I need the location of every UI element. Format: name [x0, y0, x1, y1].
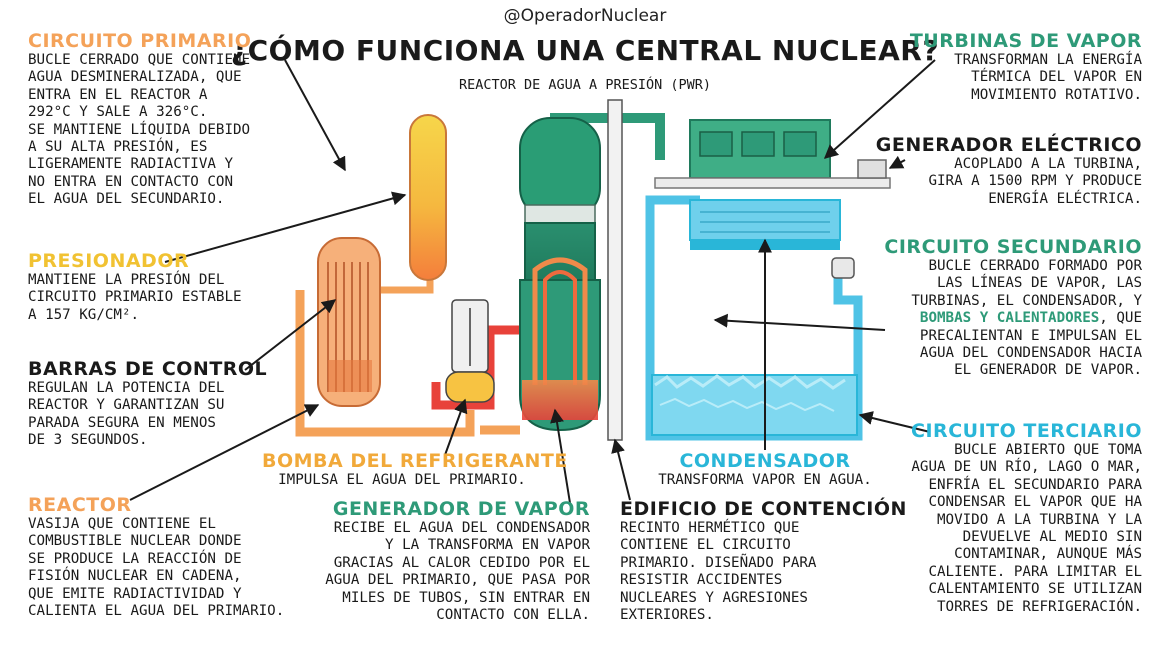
label-steam-generator: GENERADOR DE VAPOR RECIBE EL AGUA DEL CO…: [290, 498, 590, 624]
tertiary-circuit-text: BUCLE ABIERTO QUE TOMA AGUA DE UN RÍO, L…: [911, 442, 1142, 616]
electric-generator-title: GENERADOR ELÉCTRICO: [876, 134, 1142, 156]
reactor-title: REACTOR: [28, 494, 284, 516]
containment-wall: [608, 100, 622, 440]
label-electric-generator: GENERADOR ELÉCTRICO ACOPLADO A LA TURBIN…: [876, 134, 1142, 208]
control-rods-text: REGULAN LA POTENCIA DEL REACTOR Y GARANT…: [28, 380, 267, 450]
secondary-circuit-text: BUCLE CERRADO FORMADO POR LAS LÍNEAS DE …: [884, 258, 1142, 380]
secondary-text-before: BUCLE CERRADO FORMADO POR LAS LÍNEAS DE …: [911, 258, 1142, 309]
condenser-title: CONDENSADOR: [640, 450, 890, 472]
coolant-pump: [446, 300, 494, 402]
steam-generator-title: GENERADOR DE VAPOR: [290, 498, 590, 520]
feedwater-pump-icon: [832, 258, 854, 278]
coolant-pump-title: BOMBA DEL REFRIGERANTE: [262, 450, 542, 472]
reactor-vessel: [318, 238, 380, 406]
turbines-text: TRANSFORMAN LA ENERGÍA TÉRMICA DEL VAPOR…: [910, 52, 1142, 104]
condenser-text: TRANSFORMA VAPOR EN AGUA.: [640, 472, 890, 489]
containment-title: EDIFICIO DE CONTENCIÓN: [620, 498, 907, 520]
label-condenser: CONDENSADOR TRANSFORMA VAPOR EN AGUA.: [640, 450, 890, 489]
primary-circuit-title: CIRCUITO PRIMARIO: [28, 30, 251, 52]
label-pressurizer: PRESIONADOR MANTIENE LA PRESIÓN DEL CIRC…: [28, 250, 242, 324]
label-turbines: TURBINAS DE VAPOR TRANSFORMAN LA ENERGÍA…: [910, 30, 1142, 104]
secondary-circuit-title: CIRCUITO SECUNDARIO: [884, 236, 1142, 258]
reactor-text: VASIJA QUE CONTIENE EL COMBUSTIBLE NUCLE…: [28, 516, 284, 620]
label-coolant-pump: BOMBA DEL REFRIGERANTE IMPULSA EL AGUA D…: [262, 450, 542, 489]
containment-text: RECINTO HERMÉTICO QUE CONTIENE EL CIRCUI…: [620, 520, 907, 624]
secondary-text-emphasis: BOMBAS Y CALENTADORES: [920, 310, 1099, 326]
label-tertiary-circuit: CIRCUITO TERCIARIO BUCLE ABIERTO QUE TOM…: [911, 420, 1142, 616]
pressurizer-text: MANTIENE LA PRESIÓN DEL CIRCUITO PRIMARI…: [28, 272, 242, 324]
coolant-pump-text: IMPULSA EL AGUA DEL PRIMARIO.: [262, 472, 542, 489]
steam-generator-text: RECIBE EL AGUA DEL CONDENSADOR Y LA TRAN…: [290, 520, 590, 624]
label-reactor: REACTOR VASIJA QUE CONTIENE EL COMBUSTIB…: [28, 494, 284, 620]
label-primary-circuit: CIRCUITO PRIMARIO BUCLE CERRADO QUE CONT…: [28, 30, 251, 209]
control-rods-title: BARRAS DE CONTROL: [28, 358, 267, 380]
label-control-rods: BARRAS DE CONTROL REGULAN LA POTENCIA DE…: [28, 358, 267, 450]
electric-generator-text: ACOPLADO A LA TURBINA, GIRA A 1500 rpm Y…: [876, 156, 1142, 208]
steam-generator: [520, 118, 600, 430]
pressurizer-title: PRESIONADOR: [28, 250, 242, 272]
label-containment: EDIFICIO DE CONTENCIÓN RECINTO HERMÉTICO…: [620, 498, 907, 624]
label-secondary-circuit: CIRCUITO SECUNDARIO BUCLE CERRADO FORMAD…: [884, 236, 1142, 380]
pressurizer: [410, 115, 446, 280]
tertiary-circuit-title: CIRCUITO TERCIARIO: [911, 420, 1142, 442]
turbines-title: TURBINAS DE VAPOR: [910, 30, 1142, 52]
primary-circuit-text: BUCLE CERRADO QUE CONTIENE AGUA DESMINER…: [28, 52, 251, 209]
